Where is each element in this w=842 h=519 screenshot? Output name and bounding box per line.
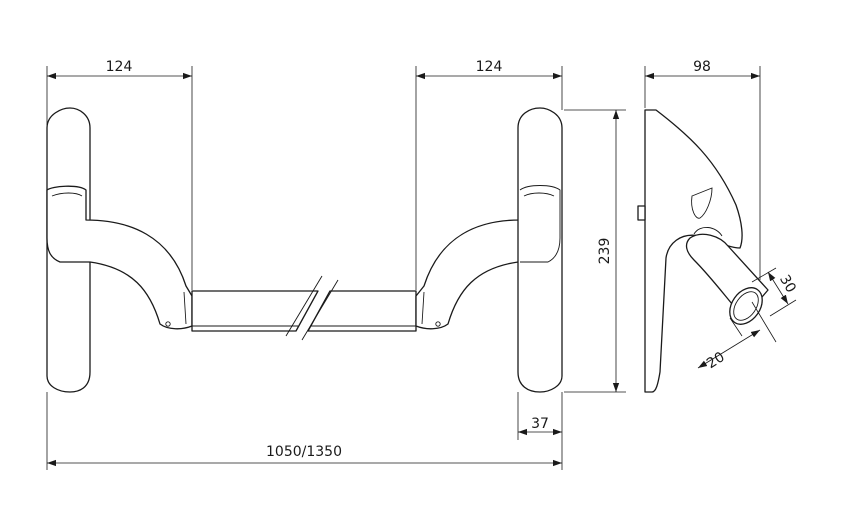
right-handle-assembly — [415, 107, 563, 393]
side-view — [637, 109, 769, 393]
side-view-spindle-stub — [637, 205, 646, 221]
dim-bar-thickness: 20 — [704, 349, 728, 372]
dimension-labels: 124 124 98 239 37 1050/1350 30 20 — [106, 59, 799, 460]
break-line-1 — [285, 275, 323, 337]
side-view-pocket — [691, 187, 713, 219]
push-bar-left-segment — [191, 290, 319, 332]
right-arm-inner-edge — [523, 192, 555, 197]
right-screw-hole — [435, 321, 441, 327]
right-arm-end-face — [421, 291, 425, 325]
dim-left-bracket-width: 124 — [106, 59, 133, 75]
dim-height: 239 — [597, 238, 613, 265]
dim-overall-length: 1050/1350 — [266, 444, 342, 460]
left-screw-hole — [165, 321, 171, 327]
side-view-bar-section — [729, 287, 763, 325]
dimension-lines — [46, 66, 797, 470]
break-line-2 — [301, 279, 339, 341]
right-arm-over-plate — [520, 185, 558, 262]
push-bar-right-segment — [307, 290, 417, 332]
left-handle-assembly — [46, 107, 193, 393]
left-arm-inner-edge — [51, 192, 83, 197]
side-view-lever-edge — [693, 227, 723, 237]
push-bar — [191, 275, 417, 341]
dim-right-bracket-width: 124 — [476, 59, 503, 75]
dim-plate-width: 37 — [531, 416, 549, 432]
left-curved-arm — [46, 185, 193, 330]
dim-bar-diameter: 30 — [776, 272, 799, 295]
left-arm-end-face — [183, 291, 187, 325]
side-view-bar-section-inner — [733, 291, 759, 321]
dim-side-depth: 98 — [693, 59, 711, 75]
right-arm-outline — [519, 185, 561, 263]
